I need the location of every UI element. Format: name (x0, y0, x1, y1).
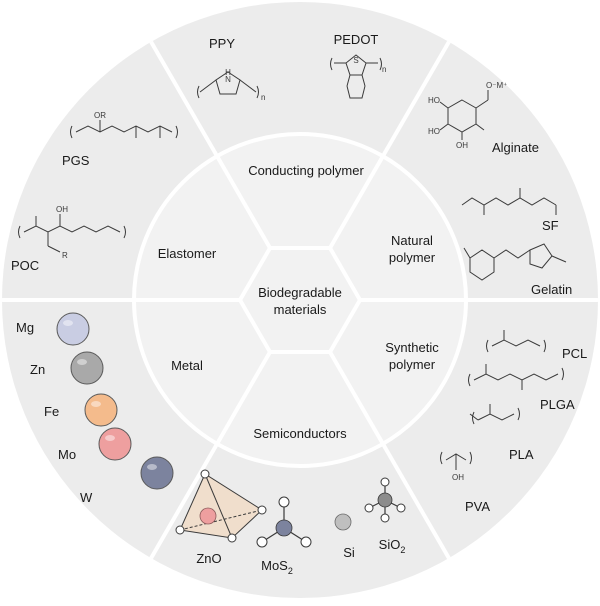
sf-structure (461, 188, 557, 215)
ppy-label: PPY (209, 36, 235, 51)
pla-structure (469, 404, 520, 425)
alginate-structure (439, 90, 489, 140)
pgs-or-glyph: OR (94, 111, 106, 120)
metal-sphere-highlight (91, 401, 101, 407)
poc-label: POC (11, 258, 39, 273)
poc-structure (18, 214, 126, 253)
metal-sphere-highlight (105, 435, 115, 441)
pva-label: PVA (465, 499, 490, 514)
alginate-oh-glyph: OH (456, 141, 468, 150)
pedot-s-glyph: S (353, 56, 358, 65)
pedot-label: PEDOT (334, 32, 379, 47)
metal-sphere-fe (84, 393, 118, 427)
metal-label-w: W (80, 490, 93, 505)
sf-label: SF (542, 218, 559, 233)
metal-label-zn: Zn (30, 362, 45, 377)
gelatin-structure (463, 243, 567, 281)
pla-label: PLA (509, 447, 534, 462)
ppy-nh-glyph: H (225, 68, 231, 77)
zno-label: ZnO (196, 551, 221, 566)
ppy-structure (197, 71, 259, 99)
pcl-structure (486, 330, 546, 353)
sio2-structure (364, 477, 406, 523)
sio2-label: SiO2 (379, 537, 406, 555)
pedot-structure (330, 54, 382, 99)
plga-label: PLGA (540, 397, 575, 412)
category-natural-polymer-line1: Natural (391, 233, 433, 248)
category-semiconductors: Semiconductors (253, 426, 347, 441)
metal-sphere-mo (98, 427, 132, 461)
metal-label-mg: Mg (16, 320, 34, 335)
gelatin-label: Gelatin (531, 282, 572, 297)
zno-structure (175, 469, 267, 543)
pgs-label: PGS (62, 153, 90, 168)
poc-oh-glyph: OH (56, 205, 68, 214)
metal-sphere-highlight (147, 464, 157, 470)
alginate-label: Alginate (492, 140, 539, 155)
inner-ring-border (132, 132, 468, 468)
plga-structure (468, 364, 564, 390)
si-label: Si (343, 545, 355, 560)
pgs-structure (70, 120, 178, 139)
pcl-label: PCL (562, 346, 587, 361)
metal-label-fe: Fe (44, 404, 59, 419)
inner-dividers (134, 155, 466, 445)
metal-label-mo: Mo (58, 447, 76, 462)
metal-sphere-highlight (63, 320, 73, 326)
category-metal: Metal (171, 358, 203, 373)
pedot-n-subscript: n (382, 65, 386, 74)
ppy-n-glyph: N (225, 75, 231, 84)
category-synthetic-polymer-line2: polymer (389, 357, 436, 372)
poc-r-glyph: R (62, 251, 68, 260)
category-conducting-polymer: Conducting polymer (248, 163, 364, 178)
si-atom (334, 513, 352, 531)
metal-sphere-highlight (77, 359, 87, 365)
mos2-structure (256, 496, 312, 548)
metal-sphere-zn (70, 351, 104, 385)
alginate-ho-glyph-2: HO (428, 127, 440, 136)
alginate-ho-glyph-1: HO (428, 96, 440, 105)
category-natural-polymer-line2: polymer (389, 250, 436, 265)
mos2-label: MoS2 (261, 558, 293, 576)
center-title-line1: Biodegradable (258, 285, 342, 300)
pva-structure (440, 451, 472, 470)
category-synthetic-polymer-line1: Synthetic (385, 340, 439, 355)
center-title-line2: materials (274, 302, 327, 317)
pva-oh-glyph: OH (452, 473, 464, 482)
metal-sphere-w (140, 456, 174, 490)
metal-sphere-mg (56, 312, 90, 346)
ppy-n-subscript: n (261, 93, 265, 102)
category-elastomer: Elastomer (158, 246, 217, 261)
alginate-om-glyph: O⁻M⁺ (486, 81, 507, 90)
